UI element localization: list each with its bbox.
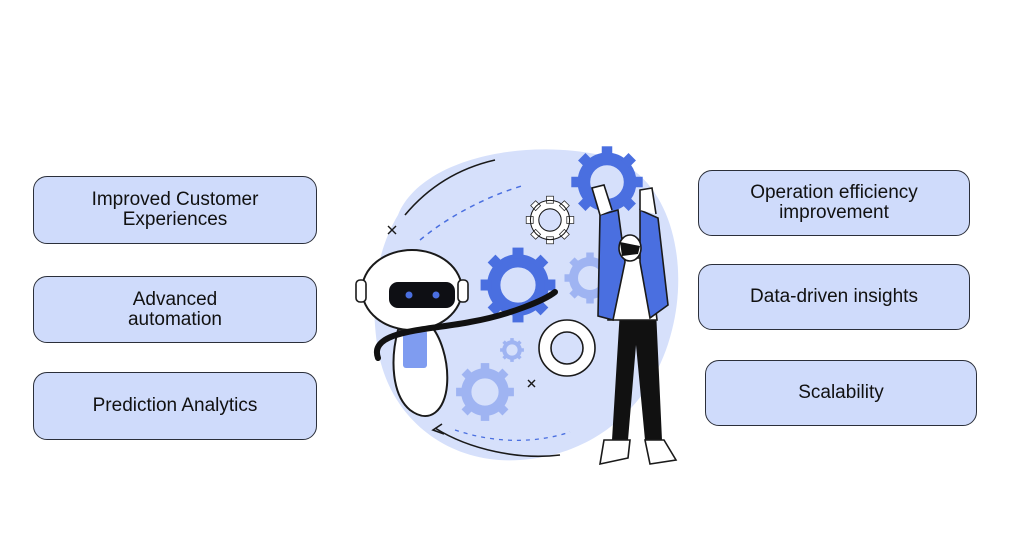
ai-illustration <box>355 140 679 466</box>
arrow-arc <box>434 427 561 458</box>
arc-dashed-decoration <box>419 184 526 241</box>
robot-icon <box>355 249 558 417</box>
gear-icon <box>538 319 596 377</box>
sparkle-icon <box>387 225 536 388</box>
benefit-data-driven-insights: Data-driven insights <box>698 264 970 330</box>
benefit-operation-efficiency: Operation efficiency improvement <box>698 170 970 236</box>
benefit-scalability: Scalability <box>705 360 977 426</box>
person-icon <box>590 184 678 466</box>
arc-decoration <box>404 159 496 216</box>
arc-dashed-lower <box>454 429 571 441</box>
benefit-improved-customer-experiences: Improved Customer Experiences <box>33 176 317 244</box>
arrow-head-icon <box>431 423 445 435</box>
benefit-advanced-automation: Advanced automation <box>33 276 317 343</box>
benefit-prediction-analytics: Prediction Analytics <box>33 372 317 440</box>
